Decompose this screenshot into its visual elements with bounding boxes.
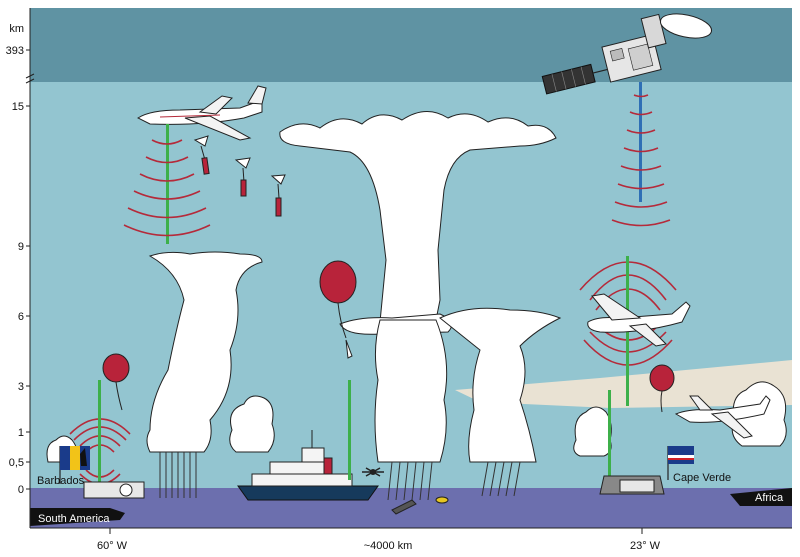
radiosonde-balloon-icon [649, 364, 675, 413]
saharan-dust-layer [455, 360, 792, 408]
x-tick-label: 23° W [630, 540, 661, 552]
cape-verde-label: Cape Verde [673, 472, 731, 484]
africa-label: Africa [755, 492, 784, 504]
drone-icon [362, 467, 384, 477]
x-tick-label: 60° W [97, 540, 128, 552]
dropsonde-icon [193, 135, 210, 175]
x-distance-label: ~4000 km [364, 540, 413, 552]
y-tick-label: 3 [18, 381, 24, 393]
shallow-cumulus-cloud [229, 395, 275, 453]
dropsonde-icon [234, 157, 251, 197]
research-vessel-icon [237, 430, 379, 501]
y-tick-label: 6 [18, 311, 24, 323]
y-tick-marks [26, 49, 30, 490]
cape-verde-observatory-icon [599, 475, 665, 495]
cape-verde-flag-icon [667, 446, 694, 480]
satellite-icon [541, 13, 713, 95]
axis-break-mark [25, 73, 35, 84]
barbados-observatory-icon [83, 481, 145, 499]
cape-verde-lidar-beam [608, 390, 611, 486]
radiosonde-balloon-icon [102, 353, 130, 411]
south-america-label: South America [38, 513, 110, 525]
barbados-label: Barbados [37, 475, 85, 487]
turboprop-aircraft-icon [587, 293, 691, 347]
precipitation-shafts [159, 452, 521, 501]
barbados-lidar-beam [98, 380, 101, 484]
radiosonde-balloon-icon [319, 260, 357, 359]
deep-convective-cloud [279, 111, 557, 463]
convective-cloud [439, 307, 562, 463]
x-tick-marks [109, 528, 643, 534]
africa-coast [730, 488, 792, 506]
south-america-coast [30, 508, 125, 526]
satellite-radar-arcs [611, 94, 671, 227]
ship-lidar-beam [348, 380, 351, 480]
jet-radar-arcs [123, 139, 211, 237]
jet-lidar-beam [166, 124, 169, 244]
y-tick-label: 1 [18, 427, 24, 439]
buoy-icon [435, 496, 449, 504]
y-unit-label: km [9, 23, 24, 35]
dropsonde-icon [270, 174, 286, 217]
satellite-radar-beam [639, 82, 642, 202]
ocean [30, 488, 792, 528]
small-turboprop-aircraft-icon [674, 395, 771, 439]
glider-icon [391, 499, 417, 515]
y-tick-label: 0,5 [9, 457, 24, 469]
y-tick-label: 393 [6, 45, 24, 57]
halo-jet-aircraft-icon [137, 85, 267, 141]
y-tick-label: 15 [12, 101, 24, 113]
convective-cloud [146, 251, 263, 453]
shallow-cumulus-cloud [573, 406, 612, 457]
barbados-flag-icon [59, 446, 90, 484]
y-tick-label: 9 [18, 241, 24, 253]
y-tick-label: 0 [18, 484, 24, 496]
